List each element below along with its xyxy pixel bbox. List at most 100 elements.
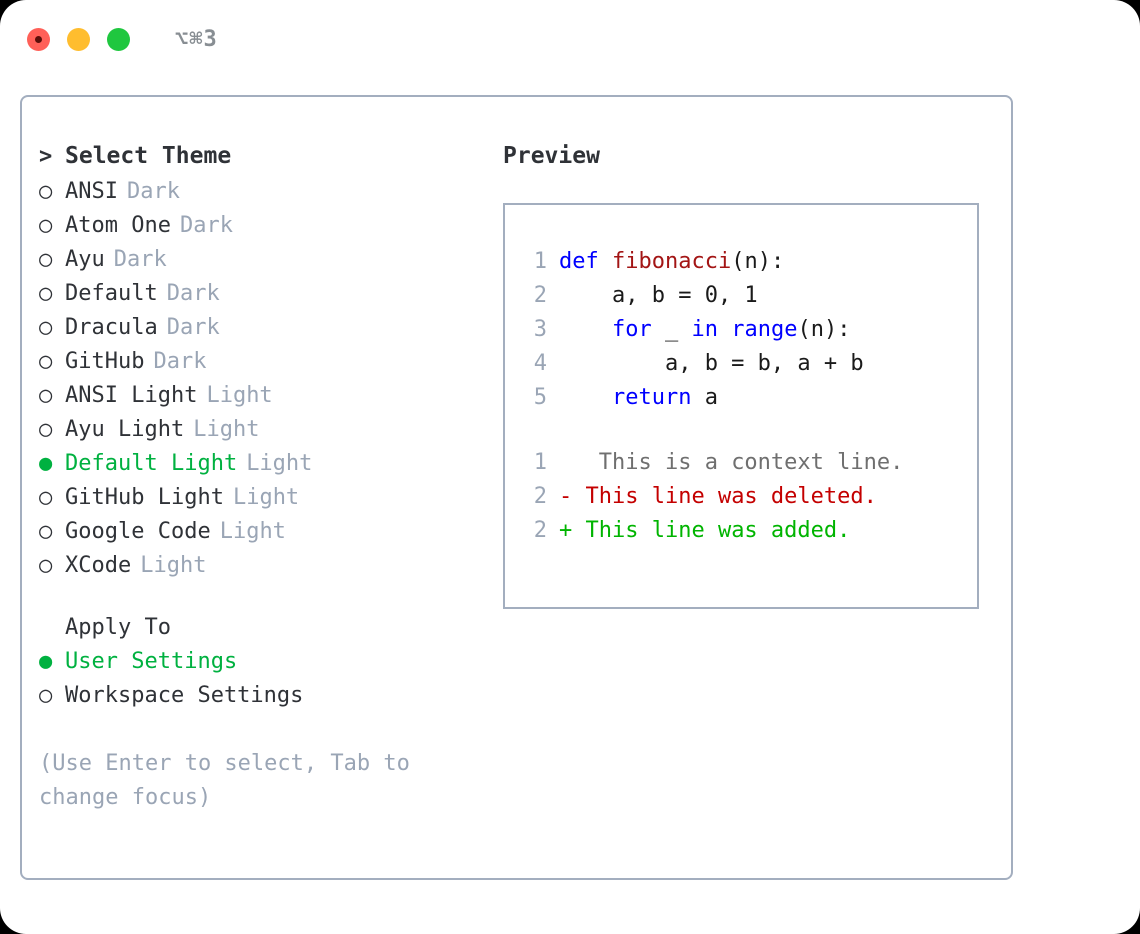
theme-option-label: Dracula (65, 315, 158, 340)
preview-title: Preview (503, 143, 600, 169)
code-line-text: a, b = 0, 1 (559, 283, 758, 308)
diff-sign (559, 450, 572, 475)
theme-option-ayu-light[interactable]: ○ Ayu Light Light (39, 417, 489, 451)
code-token-plain (718, 317, 731, 342)
keyboard-hint-text: (Use Enter to select, Tab to change focu… (39, 751, 424, 810)
theme-option-label: Ayu Light (65, 417, 185, 442)
diff-sign: + (559, 518, 573, 543)
radio-unselected-icon[interactable]: ○ (39, 315, 53, 340)
code-line-text: return a (559, 385, 718, 410)
apply-to-header: Apply To (65, 615, 171, 640)
theme-option-label: GitHub Light (65, 485, 224, 510)
theme-option-variant-badge: Light (193, 417, 260, 442)
apply-to-option-workspace-settings[interactable]: ○Workspace Settings (39, 683, 489, 717)
diff-line-text: This line was deleted. (572, 484, 877, 509)
code-token-plain: a, b = 0, 1 (559, 283, 758, 308)
code-diff-spacer (519, 419, 977, 450)
code-token-kw: in (691, 317, 718, 342)
radio-unselected-icon[interactable]: ○ (39, 519, 53, 544)
diff-line: 2- This line was deleted. (519, 484, 977, 518)
code-line-number: 1 (533, 249, 547, 274)
theme-option-variant-badge: Dark (113, 247, 167, 272)
radio-selected-icon[interactable]: ● (39, 451, 53, 476)
diff-line: 2 + This line was added. (519, 518, 977, 552)
theme-option-xcode[interactable]: ○ XCode Light (39, 553, 489, 587)
radio-selected-icon[interactable]: ● (39, 649, 53, 674)
keyboard-shortcut-label: ⌥⌘3 (175, 26, 218, 52)
theme-option-github-light[interactable]: ○ GitHub Light Light (39, 485, 489, 519)
theme-option-variant-badge: Light (140, 553, 207, 578)
apply-to-option-list: ●User Settings○Workspace Settings (39, 649, 489, 717)
radio-unselected-icon[interactable]: ○ (39, 417, 53, 442)
diff-line-number: 2 (533, 484, 547, 509)
theme-option-default-light[interactable]: ● Default Light Light (39, 451, 489, 485)
radio-unselected-icon[interactable]: ○ (39, 349, 53, 374)
code-token-fn: fibonacci (611, 249, 732, 274)
radio-unselected-icon[interactable]: ○ (39, 553, 53, 578)
theme-option-label: GitHub (65, 349, 145, 374)
close-window-button[interactable] (27, 27, 50, 51)
radio-unselected-icon[interactable]: ○ (39, 485, 53, 510)
diff-line-text: This line was added. (572, 518, 851, 543)
code-line: 1 def fibonacci(n): (519, 249, 977, 283)
code-token-kw: range (731, 317, 798, 342)
radio-unselected-icon[interactable]: ○ (39, 683, 53, 708)
code-token-plain: a (691, 385, 718, 410)
diff-sample: 1 This is a context line.2- This line wa… (519, 450, 977, 552)
code-line-number: 4 (533, 351, 547, 376)
radio-unselected-icon[interactable]: ○ (39, 213, 53, 238)
theme-option-github[interactable]: ○ GitHub Dark (39, 349, 489, 383)
diff-sign: - (559, 484, 573, 509)
radio-unselected-icon[interactable]: ○ (39, 247, 53, 272)
section-spacer (39, 587, 489, 615)
traffic-light-group (27, 27, 130, 51)
code-token-kw: def (559, 249, 612, 274)
theme-option-variant-badge: Dark (166, 281, 220, 306)
theme-option-label: ANSI Light (65, 383, 198, 408)
code-token-plain: (n): (797, 317, 851, 342)
theme-option-variant-badge: Light (219, 519, 286, 544)
code-line-number: 5 (533, 385, 547, 410)
code-token-plain (559, 385, 612, 410)
prompt-caret-icon: > (39, 144, 53, 169)
theme-option-default[interactable]: ○ Default Dark (39, 281, 489, 315)
minimize-window-button[interactable] (67, 27, 90, 51)
code-line: 3 for _ in range(n): (519, 317, 977, 351)
theme-option-google-code[interactable]: ○ Google Code Light (39, 519, 489, 553)
code-token-kw: return (611, 385, 692, 410)
theme-option-variant-badge: Light (246, 451, 313, 476)
code-token-plain: _ (651, 317, 692, 342)
select-theme-header: > Select Theme (39, 143, 489, 179)
code-token-plain: (n): (731, 249, 785, 274)
radio-unselected-icon[interactable]: ○ (39, 383, 53, 408)
code-line-number: 3 (533, 317, 547, 342)
theme-option-variant-badge: Dark (153, 349, 207, 374)
apply-to-option-user-settings[interactable]: ●User Settings (39, 649, 489, 683)
theme-option-label: ANSI (65, 179, 118, 204)
code-token-plain (559, 317, 612, 342)
diff-line-number: 1 (533, 450, 547, 475)
theme-option-label: Default (65, 281, 158, 306)
code-line: 5 return a (519, 385, 977, 419)
radio-unselected-icon[interactable]: ○ (39, 281, 53, 306)
theme-option-label: Default Light (65, 451, 238, 476)
diff-line: 1 This is a context line. (519, 450, 977, 484)
theme-option-label: Google Code (65, 519, 211, 544)
code-line-text: for _ in range(n): (559, 317, 850, 342)
radio-unselected-icon[interactable]: ○ (39, 179, 53, 204)
theme-option-label: XCode (65, 553, 132, 578)
theme-option-variant-badge: Light (232, 485, 300, 510)
maximize-window-button[interactable] (107, 27, 130, 51)
diff-line-number: 2 (533, 518, 547, 543)
